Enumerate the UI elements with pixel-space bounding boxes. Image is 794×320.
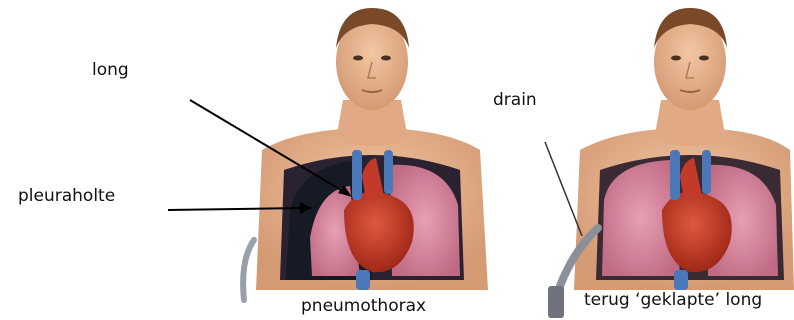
- pointer-drain: [545, 142, 582, 236]
- caption-terug-geklapte-long: terug ‘geklapte’ long: [584, 292, 762, 309]
- label-drain: drain: [493, 92, 537, 109]
- figure-re-expanded: [548, 8, 794, 318]
- tube-left: [243, 240, 254, 300]
- label-long: long: [92, 62, 129, 79]
- caption-pneumothorax: pneumothorax: [301, 298, 426, 315]
- label-pleuraholte: pleuraholte: [18, 188, 115, 205]
- drain-connector: [548, 286, 564, 318]
